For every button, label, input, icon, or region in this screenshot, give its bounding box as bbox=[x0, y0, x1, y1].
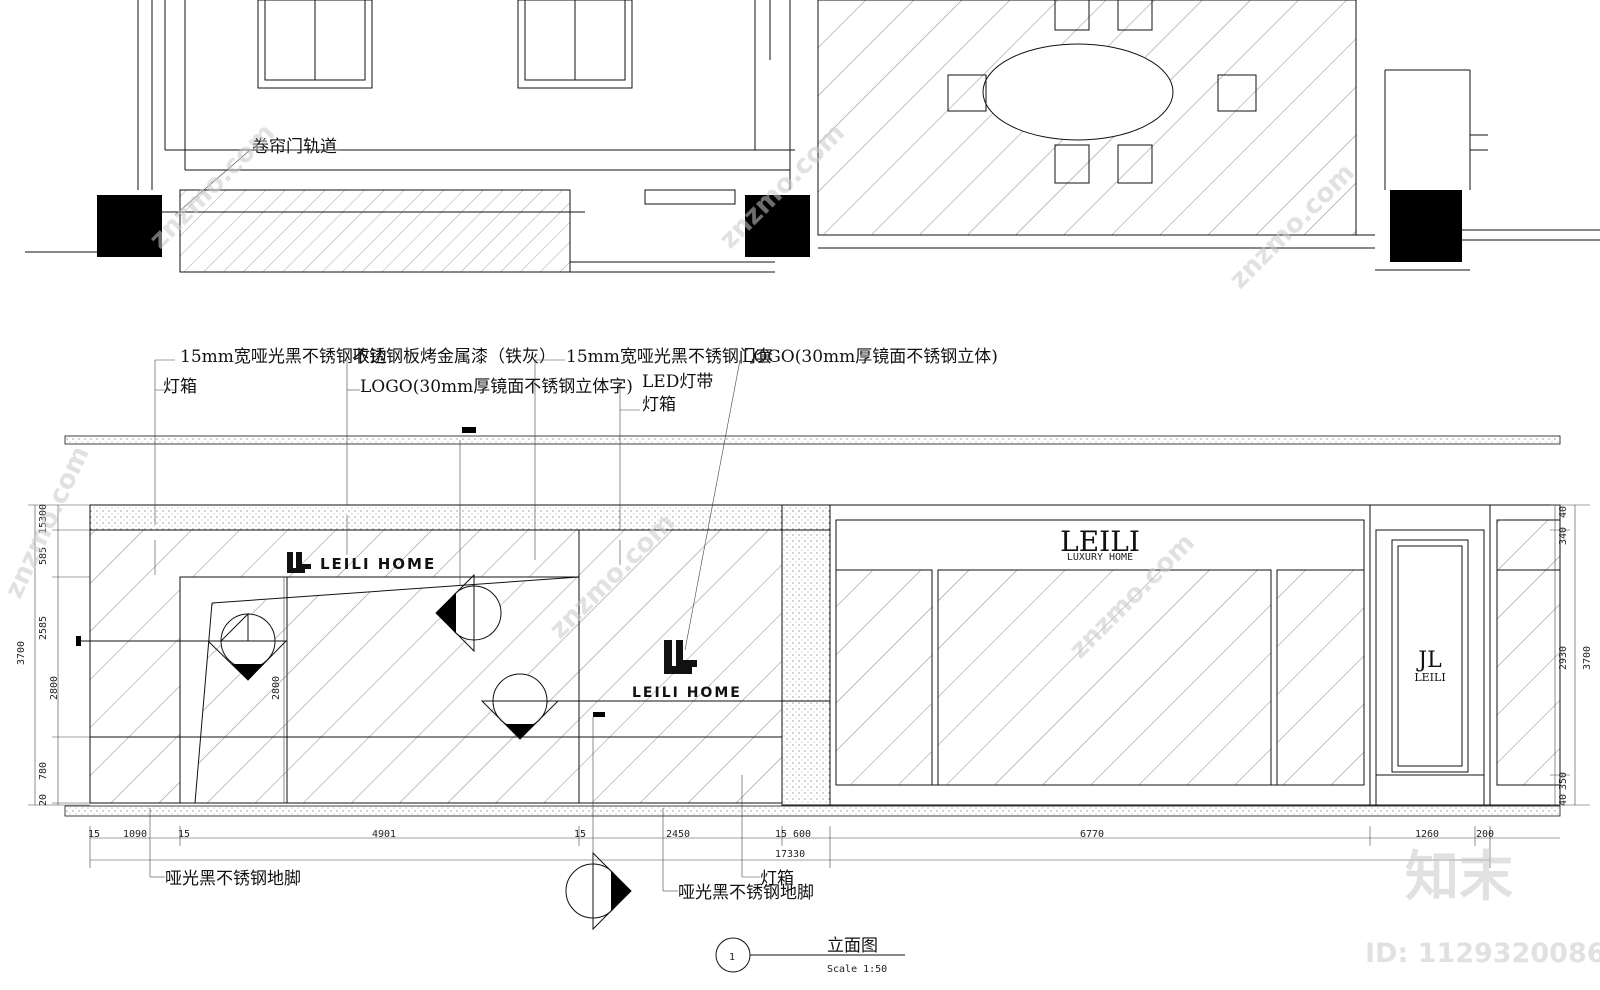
dim-b5: 15 bbox=[574, 829, 586, 840]
dim-l8: 20 bbox=[38, 794, 49, 806]
dim-b7: 15 bbox=[775, 829, 787, 840]
logo-leili-home-2: LEILI HOME bbox=[632, 685, 742, 701]
dim-l2: 15 bbox=[38, 522, 49, 534]
title-scale: Scale 1:50 bbox=[827, 964, 887, 975]
dim-b10: 1260 bbox=[1415, 829, 1439, 840]
dim-center: 2800 bbox=[271, 676, 282, 700]
note-logo-letters: LOGO(30mm厚镜面不锈钢立体字) bbox=[360, 377, 633, 397]
note-baseboard-2: 哑光黑不锈钢地脚 bbox=[678, 883, 814, 903]
lightbox-symbol-1 bbox=[206, 612, 288, 681]
note-steel-paint: 不锈钢板烤金属漆（铁灰） bbox=[352, 347, 556, 367]
dim-l5: 3700 bbox=[16, 641, 27, 665]
dim-r1: 40 bbox=[1558, 506, 1569, 518]
note-door-trim: 15mm宽哑光黑不锈钢门套 bbox=[566, 347, 773, 367]
note-lightbox-1: 灯箱 bbox=[163, 377, 197, 397]
logo-jl-mark: JL bbox=[1416, 648, 1442, 673]
logo-luxury-home: LUXURY HOME bbox=[1067, 552, 1133, 563]
dim-r2: 340 bbox=[1558, 527, 1569, 545]
logo-jl-text: LEILI bbox=[1414, 671, 1445, 684]
dim-b9: 6770 bbox=[1080, 829, 1104, 840]
watermark-url-6: znzmo.com bbox=[0, 442, 96, 603]
dim-r4: 3700 bbox=[1582, 646, 1593, 670]
dim-l6: 2800 bbox=[49, 676, 60, 700]
logo-leili: LEILI bbox=[1060, 525, 1140, 558]
note-baseboard-1: 哑光黑不锈钢地脚 bbox=[165, 869, 301, 889]
dim-l4: 2585 bbox=[38, 616, 49, 640]
dim-b4: 4901 bbox=[372, 829, 396, 840]
dim-r5: 350 bbox=[1558, 772, 1569, 790]
lightbox-symbol-4 bbox=[565, 851, 632, 931]
title-name: 立面图 bbox=[827, 936, 878, 956]
title-block: 1 立面图 Scale 1:50 bbox=[715, 936, 905, 975]
dim-r6: 40 bbox=[1558, 794, 1569, 806]
note-lightbox-2: 灯箱 bbox=[642, 395, 676, 415]
rail-label: 卷帘门轨道 bbox=[252, 137, 337, 157]
watermark-logo: 知末 bbox=[1405, 845, 1513, 908]
dim-r3: 2930 bbox=[1558, 646, 1569, 670]
elevation: LEILI HOME LEILI HOME bbox=[16, 359, 1593, 931]
note-logo-3d: LOGO(30mm厚镜面不锈钢立体) bbox=[742, 347, 998, 367]
lightbox-symbol-2 bbox=[435, 573, 502, 653]
note-led-strip: LED灯带 bbox=[642, 372, 713, 392]
note-lightbox-3: 灯箱 bbox=[760, 869, 794, 889]
note-edge-trim: 15mm宽哑光黑不锈钢收边 bbox=[180, 347, 387, 367]
dim-total: 17330 bbox=[775, 849, 805, 860]
dim-b2: 1090 bbox=[123, 829, 147, 840]
annotations: 15mm宽哑光黑不锈钢收边 不锈钢板烤金属漆（铁灰） 15mm宽哑光黑不锈钢门套… bbox=[163, 347, 998, 903]
dim-l7: 780 bbox=[38, 762, 49, 780]
floor-plan: 卷帘门轨道 bbox=[25, 0, 1600, 273]
watermark-id: ID: 1129320086 bbox=[1365, 938, 1600, 969]
dim-b6: 2450 bbox=[666, 829, 690, 840]
dim-b8: 600 bbox=[793, 829, 811, 840]
dim-b3: 15 bbox=[178, 829, 190, 840]
dim-b1: 15 bbox=[88, 829, 100, 840]
dim-l3: 585 bbox=[38, 547, 49, 565]
logo-leili-home-1: LEILI HOME bbox=[320, 555, 436, 573]
dim-l1: 300 bbox=[38, 504, 49, 522]
dim-b11: 200 bbox=[1476, 829, 1494, 840]
title-number: 1 bbox=[729, 952, 735, 963]
